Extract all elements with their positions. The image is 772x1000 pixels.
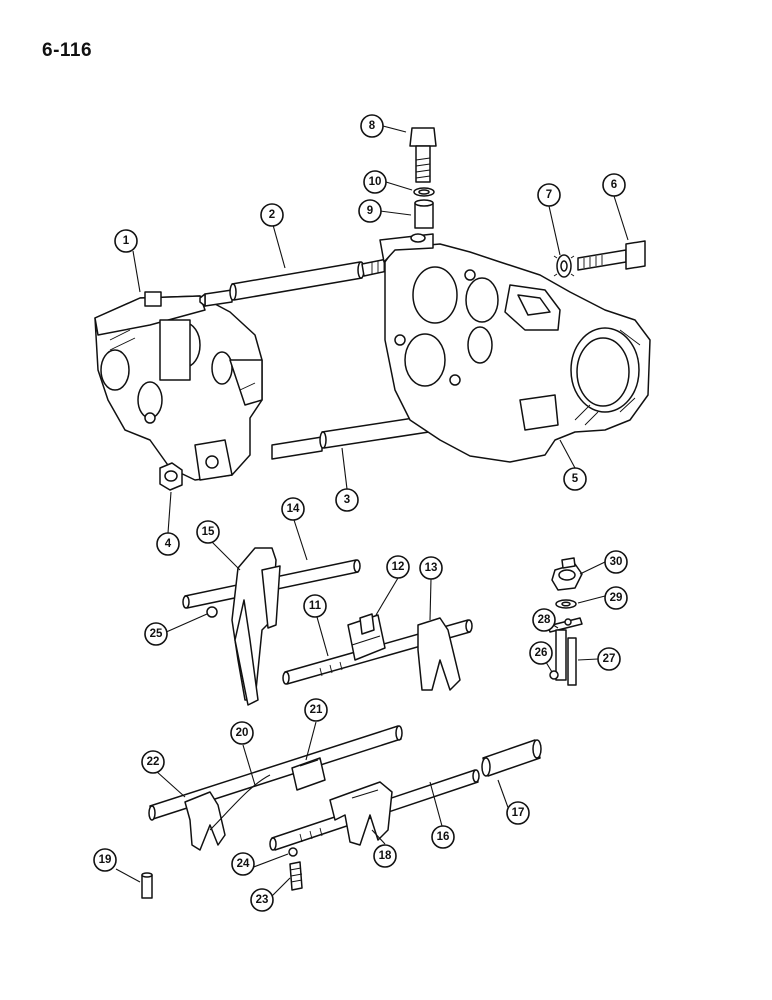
callout-10-label: 10 bbox=[369, 176, 382, 188]
callout-23: 23 bbox=[250, 888, 274, 912]
callout-10: 10 bbox=[363, 170, 387, 194]
callout-16-label: 16 bbox=[437, 831, 450, 843]
callout-20: 20 bbox=[230, 721, 254, 745]
leader-lines bbox=[115, 125, 629, 898]
shift-fork-13-part bbox=[417, 617, 461, 691]
roll-pin-19-part bbox=[141, 872, 153, 899]
callout-18-label: 18 bbox=[379, 850, 392, 862]
callout-7: 7 bbox=[537, 183, 561, 207]
callout-25-label: 25 bbox=[150, 628, 163, 640]
callout-22-label: 22 bbox=[147, 756, 160, 768]
callout-3: 3 bbox=[335, 488, 359, 512]
callout-30-label: 30 bbox=[610, 556, 623, 568]
callout-14-label: 14 bbox=[287, 503, 300, 515]
spacer-part bbox=[414, 199, 434, 229]
ball-26-part bbox=[549, 670, 559, 680]
shift-fork-15-part bbox=[231, 547, 281, 706]
callout-4: 4 bbox=[156, 532, 180, 556]
callout-1: 1 bbox=[114, 229, 138, 253]
right-housing-part bbox=[379, 233, 651, 463]
selector-12-part bbox=[347, 613, 386, 661]
callout-29: 29 bbox=[604, 586, 628, 610]
callout-21: 21 bbox=[304, 698, 328, 722]
callout-2: 2 bbox=[260, 203, 284, 227]
callout-8-label: 8 bbox=[369, 120, 376, 132]
callout-6: 6 bbox=[602, 173, 626, 197]
callout-27: 27 bbox=[597, 647, 621, 671]
callout-1-label: 1 bbox=[123, 235, 130, 247]
callout-13-label: 13 bbox=[425, 562, 438, 574]
callout-24-label: 24 bbox=[237, 858, 250, 870]
callout-17-label: 17 bbox=[512, 807, 525, 819]
callout-24: 24 bbox=[231, 852, 255, 876]
callout-11-label: 11 bbox=[309, 600, 322, 612]
callout-19-label: 19 bbox=[99, 854, 112, 866]
callout-3-label: 3 bbox=[344, 494, 350, 506]
callout-12: 12 bbox=[386, 555, 410, 579]
nut-part bbox=[159, 462, 183, 491]
washer-29-part bbox=[555, 599, 577, 609]
callout-15: 15 bbox=[196, 520, 220, 544]
callout-19: 19 bbox=[93, 848, 117, 872]
callout-6-label: 6 bbox=[611, 179, 617, 191]
sleeve-17-part bbox=[481, 739, 542, 777]
vertical-bolt-part bbox=[409, 127, 437, 183]
switch-30-part bbox=[551, 557, 583, 591]
callout-20-label: 20 bbox=[236, 727, 249, 739]
callout-9-label: 9 bbox=[367, 205, 373, 217]
lock-washer-part bbox=[553, 254, 575, 278]
ball-24-part bbox=[288, 847, 298, 857]
callout-11: 11 bbox=[303, 594, 327, 618]
left-housing-part bbox=[94, 291, 263, 481]
callout-28: 28 bbox=[532, 608, 556, 632]
callout-16: 16 bbox=[431, 825, 455, 849]
callout-7-label: 7 bbox=[546, 189, 552, 201]
selector-21-part bbox=[291, 757, 326, 791]
callout-21-label: 21 bbox=[310, 704, 323, 716]
shift-fork-22-part bbox=[184, 774, 271, 851]
callout-26: 26 bbox=[529, 641, 553, 665]
spring-27-part bbox=[567, 637, 577, 686]
callout-14: 14 bbox=[281, 497, 305, 521]
callout-5: 5 bbox=[563, 467, 587, 491]
callout-13: 13 bbox=[419, 556, 443, 580]
callout-25: 25 bbox=[144, 622, 168, 646]
washer-part bbox=[413, 187, 435, 197]
shift-fork-18-part bbox=[329, 781, 393, 846]
callout-18: 18 bbox=[373, 844, 397, 868]
callout-9: 9 bbox=[358, 199, 382, 223]
page-number: 6-116 bbox=[42, 40, 93, 61]
callout-28-label: 28 bbox=[538, 614, 551, 626]
callout-30: 30 bbox=[604, 550, 628, 574]
callout-23-label: 23 bbox=[256, 894, 269, 906]
plunger-28-part bbox=[547, 617, 583, 681]
callout-2-label: 2 bbox=[269, 209, 275, 221]
callout-29-label: 29 bbox=[610, 592, 623, 604]
ball-25-part bbox=[206, 606, 218, 618]
callout-15-label: 15 bbox=[202, 526, 215, 538]
callout-8: 8 bbox=[360, 114, 384, 138]
callout-27-label: 27 bbox=[603, 653, 616, 665]
callout-12-label: 12 bbox=[392, 561, 405, 573]
bolt-part bbox=[577, 240, 646, 271]
spring-23-part bbox=[289, 861, 303, 891]
callout-22: 22 bbox=[141, 750, 165, 774]
callout-5-label: 5 bbox=[572, 473, 579, 485]
callout-4-label: 4 bbox=[165, 538, 172, 550]
callout-26-label: 26 bbox=[535, 647, 548, 659]
upper-shaft-part bbox=[199, 257, 393, 307]
callout-17: 17 bbox=[506, 801, 530, 825]
